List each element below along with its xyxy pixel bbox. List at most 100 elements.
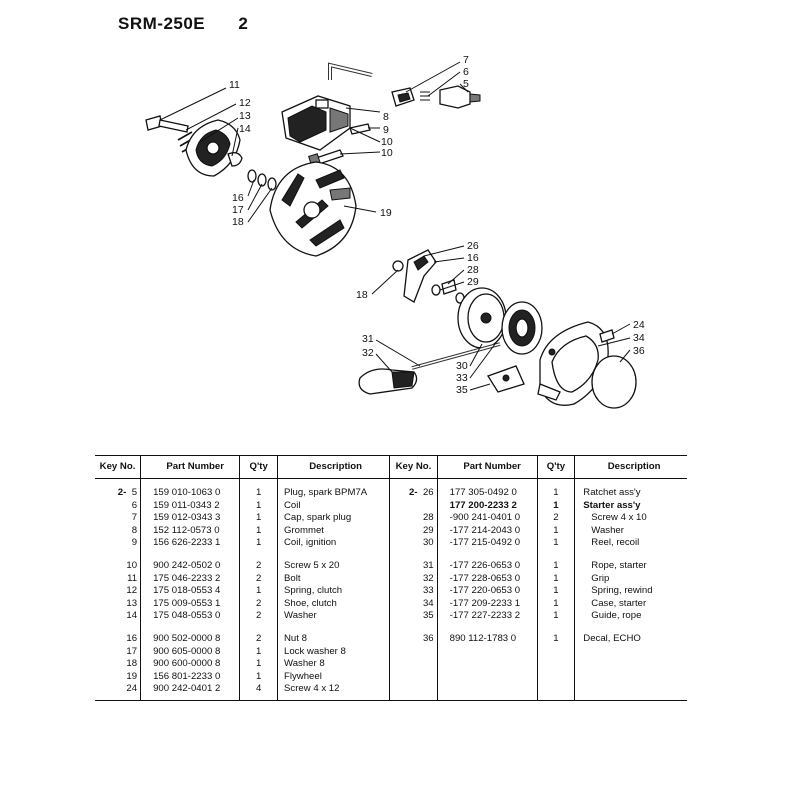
callout-5: 5 <box>463 78 469 90</box>
callout-10a: 10 <box>381 136 393 148</box>
cell-key: 36 <box>422 632 434 644</box>
callout-9: 9 <box>383 124 389 136</box>
group-prefix: 2- <box>117 487 127 498</box>
header-part-number: Part Number <box>140 455 241 479</box>
cell-key: 35 <box>422 610 434 622</box>
cell-desc: Spring, rewind <box>591 585 653 597</box>
cell-desc: Rope, starter <box>591 559 647 571</box>
cell-part: -177 226-0653 0 <box>449 559 521 571</box>
cell-part: -177 220-0653 0 <box>449 585 521 597</box>
cell-part: 900 502-0000 8 <box>153 632 221 644</box>
cell-part: -177 209-2233 1 <box>449 597 521 609</box>
cell-qty: 2 <box>553 512 559 524</box>
cell-key: 5 <box>131 487 138 498</box>
callout-29: 29 <box>467 276 479 288</box>
cell-qty: 2 <box>255 610 262 622</box>
cell-part: -177 215-0492 0 <box>449 537 521 549</box>
cell-qty: 1 <box>553 597 559 609</box>
cell-qty: 2 <box>255 597 262 609</box>
callout-28: 28 <box>467 264 479 276</box>
cell-desc: Spring, clutch <box>284 585 343 597</box>
cell-key: 17 <box>126 645 138 657</box>
spark-plug-group <box>328 62 481 109</box>
callout-8: 8 <box>383 111 389 123</box>
header-key-no-right: Key No. <box>389 455 438 479</box>
callout-30: 30 <box>456 360 468 372</box>
cell-key: 14 <box>126 610 138 622</box>
page-header: SRM-250E 2 <box>118 14 248 34</box>
cell-desc: Grip <box>591 572 610 584</box>
callout-26: 26 <box>467 240 479 252</box>
cell-part: -177 214-2043 0 <box>449 524 521 536</box>
cell-key: 26 <box>422 487 434 498</box>
leader-lines <box>159 61 631 391</box>
cell-part: 890 112-1783 0 <box>449 632 517 644</box>
cell-key: 30 <box>422 537 434 549</box>
header-qty-right: Q'ty <box>537 455 576 479</box>
cell-part: 175 018-0553 4 <box>153 585 221 597</box>
header-qty: Q'ty <box>239 455 278 479</box>
cell-key: 8 <box>131 524 138 536</box>
cell-qty: 1 <box>255 658 262 670</box>
cell-part: 156 626-2233 1 <box>153 537 221 549</box>
cell-key: 34 <box>422 597 434 609</box>
cell-part: 900 600-0000 8 <box>153 658 221 670</box>
callout-13: 13 <box>239 110 251 122</box>
cell-qty: 1 <box>553 572 559 584</box>
ratchet-assembly <box>392 249 465 304</box>
cell-desc: Bolt <box>284 572 301 584</box>
cell-key: 6 <box>131 499 138 511</box>
cell-part: 900 242-0401 2 <box>153 683 221 695</box>
cell-desc: Coil, ignition <box>284 537 337 549</box>
cell-desc: Washer <box>591 524 624 536</box>
callout-31: 31 <box>362 333 374 345</box>
cell-qty: 1 <box>255 537 262 549</box>
cell-part: -177 228-0653 0 <box>449 572 521 584</box>
cell-qty: 1 <box>553 537 559 549</box>
cell-part: 900 605-0000 8 <box>153 645 221 657</box>
cell-qty: 1 <box>255 499 262 511</box>
cell-qty: 4 <box>255 683 262 695</box>
starter-rope-grip <box>358 342 501 395</box>
cell-desc: Guide, rope <box>591 610 642 622</box>
callout-10b: 10 <box>381 147 393 159</box>
cell-key: 31 <box>422 559 434 571</box>
cell-desc: Nut 8 <box>284 632 307 644</box>
cell-desc: Cap, spark plug <box>284 512 352 524</box>
cell-part: 159 012-0343 3 <box>153 512 221 524</box>
cell-part: 175 009-0553 1 <box>153 597 221 609</box>
recoil-reel <box>457 287 543 355</box>
cell-qty: 1 <box>553 499 559 511</box>
callout-11: 11 <box>229 79 240 91</box>
header-key-no: Key No. <box>95 455 142 479</box>
header-part-number-right: Part Number <box>437 455 538 479</box>
cell-key: 28 <box>422 512 434 524</box>
cell-desc: Grommet <box>284 524 324 536</box>
cell-part: 177 200-2233 2 <box>449 499 517 511</box>
callout-16b: 16 <box>467 252 479 264</box>
cell-desc: Lock washer 8 <box>284 645 346 657</box>
callout-24: 24 <box>633 319 645 331</box>
callout-36: 36 <box>633 345 645 357</box>
callout-17: 17 <box>232 204 244 216</box>
cell-qty: 1 <box>553 487 559 498</box>
starter-case <box>537 321 637 409</box>
callout-32: 32 <box>362 347 374 359</box>
cell-part: 900 242-0502 0 <box>153 559 221 571</box>
cell-qty: 1 <box>553 559 559 571</box>
callout-14: 14 <box>239 123 251 135</box>
ignition-coil <box>281 95 351 151</box>
callout-34: 34 <box>633 332 645 344</box>
cell-qty: 1 <box>553 632 559 644</box>
cell-part: 177 305-0492 0 <box>449 487 517 498</box>
callout-12: 12 <box>239 97 251 109</box>
parts-table: Key No. Part Number Q'ty Description Key… <box>95 455 687 701</box>
